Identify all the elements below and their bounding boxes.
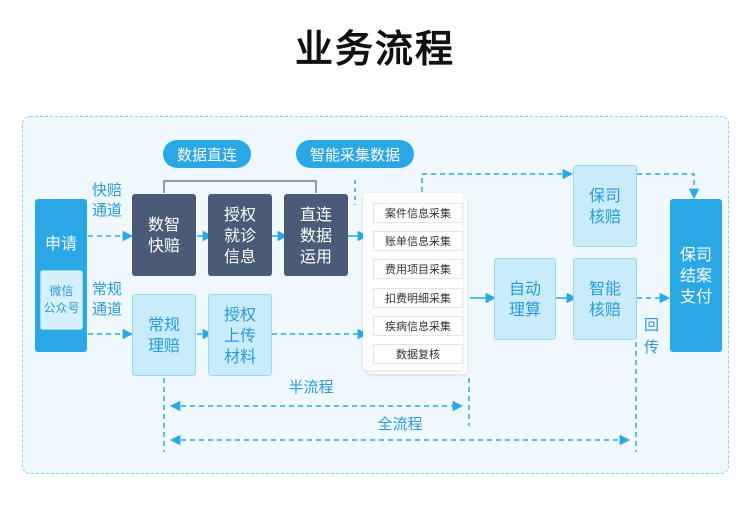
auto-calc-box: 自动 理算 (494, 258, 556, 340)
insurer-verify-box: 保司 核赔 (573, 165, 637, 247)
regular-claim-box: 常规 理赔 (132, 294, 196, 376)
collect-item-cost: 费用项目采集 (373, 259, 463, 279)
collect-item-review: 数据复核 (373, 344, 463, 364)
label-return: 回 传 (644, 316, 660, 356)
auth-visit-box: 授权 就诊 信息 (208, 194, 272, 276)
auth-upload-box: 授权 上传 材料 (208, 294, 272, 376)
arrow-insurer-pay (637, 173, 700, 200)
label-half-process: 半流程 (288, 378, 334, 396)
collect-item-case: 案件信息采集 (373, 203, 463, 223)
collect-item-deduction: 扣费明细采集 (373, 288, 463, 308)
collect-item-disease: 疾病信息采集 (373, 316, 463, 336)
pill-smart-collect: 智能采集数据 (296, 140, 414, 168)
pill-data-direct: 数据直连 (163, 140, 251, 168)
apply-label: 申请 (44, 234, 77, 253)
direct-use-box: 直连 数据 运用 (284, 194, 348, 276)
label-full-process: 全流程 (377, 415, 423, 433)
label-fast-channel: 快赔 通道 (92, 181, 123, 219)
page-title: 业务流程 (294, 27, 455, 71)
smart-verify-box: 智能 核赔 (573, 258, 637, 340)
insurer-pay-box: 保司 结案 支付 (670, 199, 722, 352)
wechat-box: 微信 公众号 (40, 270, 83, 330)
quick-claim-box: 数智 快赔 (132, 194, 196, 276)
arrow-stack-insurer (421, 168, 574, 192)
bracket-direct (163, 180, 317, 193)
collection-stack: 案件信息采集 账单信息采集 费用项目采集 扣费明细采集 疾病信息采集 数据复核 (363, 193, 467, 374)
label-regular-channel: 常规 通道 (92, 280, 123, 318)
collect-item-bill: 账单信息采集 (373, 231, 463, 251)
